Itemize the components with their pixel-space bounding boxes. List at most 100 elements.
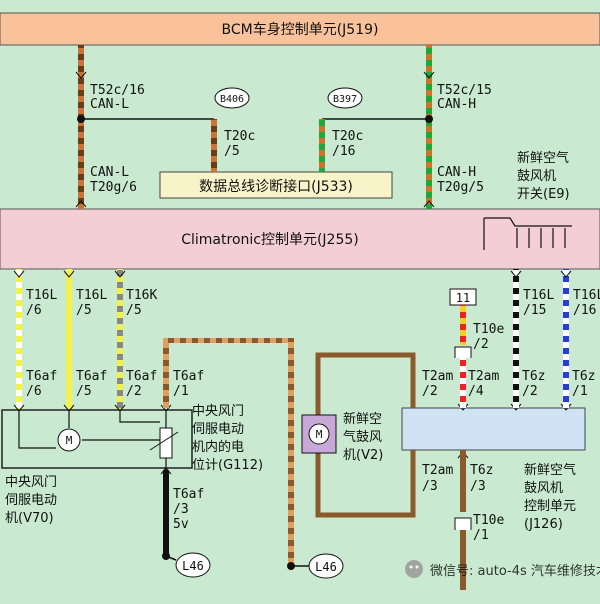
b406-wire (211, 119, 217, 172)
can-h-top-name: CAN-H (437, 97, 476, 112)
bcm-module-band (0, 12, 600, 46)
pin-t16l5-num: /5 (76, 303, 92, 318)
v2-label-line2: 气鼓风 (343, 429, 382, 445)
pin-t2am2-num: /2 (422, 384, 438, 399)
g112-label-line4: 位计(G112) (192, 458, 263, 473)
wire-t6af1-down (288, 338, 294, 566)
watermark-text: 微信号: auto-4s 汽车维修技术网 (430, 563, 600, 579)
v70-motor-letter: M (66, 434, 73, 447)
pin-t6af3-volt: 5v (173, 517, 189, 532)
fuse-11-label: 11 (456, 291, 470, 305)
pin-t16k5-conn: T16K (126, 288, 157, 303)
bcm-label: BCM车身控制单元(J519) (222, 21, 379, 38)
pin-t16l15-num: /15 (523, 303, 546, 318)
can-l-bottom-arrow (75, 200, 87, 208)
pin-t6af1-num: /1 (173, 384, 189, 399)
b406-junction (214, 87, 250, 109)
l46-left-lead (165, 555, 177, 561)
b397-pin-num: /16 (332, 144, 355, 159)
can-h-wire (426, 45, 432, 209)
pin-t2am4-num: /4 (468, 384, 484, 399)
wire-t10e1-down (460, 530, 466, 590)
pin-t16l16-conn: T16L (573, 288, 600, 303)
pin-t6af5-conn: T6af (76, 369, 107, 384)
pin-t2am2-conn: T2am (422, 369, 453, 384)
pin-t2am3-num: /3 (422, 479, 438, 494)
pin-t16l5-conn: T16L (76, 288, 107, 303)
v70-label-line2: 伺服电动 (5, 493, 57, 508)
diag-interface-box (159, 171, 393, 199)
pin-t6af3-num: /3 (173, 502, 189, 517)
v2-label-line1: 新鲜空 (343, 411, 382, 427)
b397-junction (327, 87, 363, 109)
fresh-air-switch-line3: 开关(E9) (517, 187, 570, 202)
v2-motor-letter: M (316, 428, 323, 441)
pin-t6af2-conn: T6af (126, 369, 157, 384)
g112-label-line2: 伺服电动 (192, 422, 244, 437)
wire-t16l5 (66, 269, 72, 409)
fresh-air-switch-symbol (483, 217, 572, 250)
l46-left-label: L46 (182, 559, 204, 573)
wire-t6af1-top (163, 338, 293, 343)
pin-t16l16-num: /16 (573, 303, 596, 318)
v70-label-line1: 中央风门 (5, 475, 57, 490)
g112-wiper-arrow (149, 431, 179, 451)
j126-label-line3: 控制单元 (524, 499, 576, 514)
pin-t10e1-num: /1 (473, 528, 489, 543)
pin-t10e2-num: /2 (473, 337, 489, 352)
pin-t6af6-conn: T6af (26, 369, 57, 384)
l46-left-terminal (175, 552, 211, 578)
pin-t10e1-conn: T10e (473, 513, 504, 528)
pin-t16k5-num: /5 (126, 303, 142, 318)
l46-right-label: L46 (315, 560, 337, 574)
t6af3-arrow (160, 467, 172, 475)
can-h-bottom-arrow (423, 200, 435, 208)
pin-t6z1-num: /1 (572, 384, 588, 399)
climatronic-label: Climatronic控制单元(J255) (181, 232, 359, 248)
wire-t16l6 (16, 269, 22, 409)
pin-t6af5-num: /5 (76, 384, 92, 399)
pin-t6af6-num: /6 (26, 384, 42, 399)
pin-t6z3-num: /3 (470, 479, 486, 494)
g112-label-line3: 机内的电 (192, 439, 244, 455)
can-l-top-name: CAN-L (90, 97, 129, 112)
can-l-wire (78, 45, 84, 209)
wire-t10e-to-j126 (460, 358, 466, 408)
fresh-air-switch-line2: 鼓风机 (517, 169, 556, 184)
pin-t6z2-num: /2 (522, 384, 538, 399)
pin-t6af2-num: /2 (126, 384, 142, 399)
wire-t16l15 (513, 269, 519, 409)
can-l-bottom-name: CAN-L (90, 165, 129, 180)
can-h-top-pin: T52c/15 (437, 83, 492, 98)
b397-wire (319, 119, 325, 172)
pin-t16l6-conn: T16L (26, 288, 57, 303)
pin-t6z1-conn: T6z (572, 369, 595, 384)
wire-t16k5 (117, 269, 123, 409)
can-h-top-arrow (423, 71, 435, 79)
pin-t16l6-num: /6 (26, 303, 42, 318)
b406-pin-num: /5 (224, 144, 240, 159)
wire-t6z1-stub (563, 400, 569, 408)
j126-box (401, 407, 586, 451)
b406-label: B406 (220, 94, 244, 105)
l46-right-terminal (308, 553, 344, 579)
diag-label: 数据总线诊断接口(J533) (199, 178, 353, 195)
can-l-bottom-pin: T20g/6 (90, 180, 137, 195)
t10e2-connector-icon (454, 346, 472, 358)
wire-fuse-to-t10e (460, 305, 466, 345)
j126-label-line1: 新鲜空气 (524, 462, 576, 478)
wire-t6af1 (163, 338, 169, 408)
can-h-bottom-name: CAN-H (437, 165, 476, 180)
wire-t6z3 (460, 450, 466, 512)
v70-motor-icon (57, 428, 81, 452)
v2-motor-icon (308, 423, 330, 445)
pin-t6z3-conn: T6z (470, 463, 493, 478)
j126-label-line2: 鼓风机 (524, 481, 563, 496)
pin-t6af1-conn: T6af (173, 369, 204, 384)
t10e1-connector-icon (454, 517, 472, 530)
can-h-bottom-pin: T20g/5 (437, 180, 484, 195)
watermark: 微信号: auto-4s 汽车维修技术网 (405, 560, 600, 579)
v2-label-line3: 机(V2) (343, 448, 383, 463)
